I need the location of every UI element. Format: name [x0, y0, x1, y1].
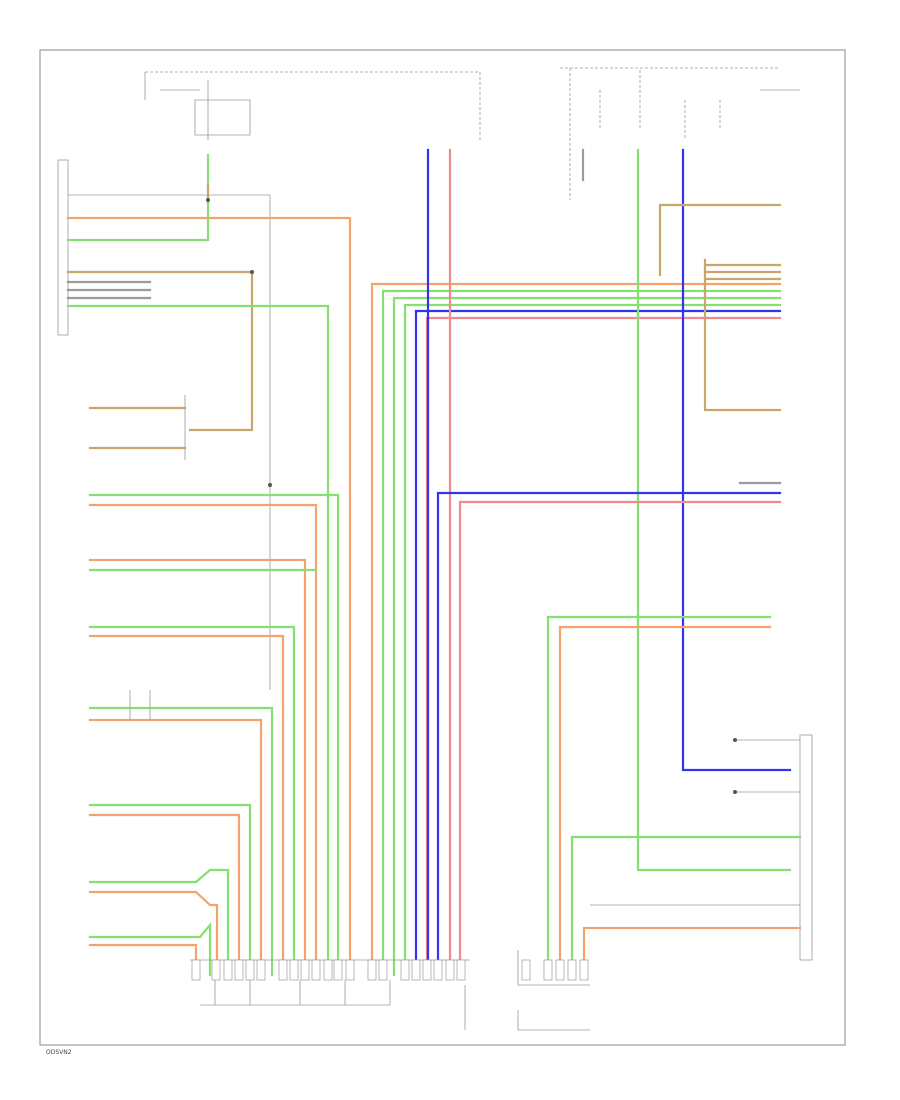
splice-points: [206, 198, 737, 794]
connector-pins: [191, 959, 466, 981]
top-right-fuse-block: [560, 67, 800, 200]
bus-to-instrument-cluster: [370, 282, 782, 977]
left-unit-connector: [57, 159, 271, 690]
diagram-frame: [39, 49, 846, 1046]
bottom-right-connector: [517, 950, 590, 1031]
module-row-4: [88, 690, 274, 977]
bottom-left-connector: [190, 959, 470, 1030]
left-intermediate-module: [88, 395, 187, 460]
module-row-6: [88, 868, 230, 977]
module-row-2: [88, 558, 318, 977]
right-top-tan-wires: [658, 203, 782, 412]
right-bottom-connector: [570, 734, 813, 977]
module-row-5: [88, 803, 252, 977]
page-reference: ODSVN2: [46, 1049, 72, 1056]
left-unit-wires: [66, 198, 352, 977]
right-middle-module-wires: [436, 481, 782, 977]
right-lower-module-wires: [546, 615, 772, 977]
top-left-fuse-block: [144, 71, 481, 202]
module-row-1: [88, 493, 340, 977]
module-row-3: [88, 625, 296, 977]
top-vertical-feeds: [426, 148, 792, 977]
